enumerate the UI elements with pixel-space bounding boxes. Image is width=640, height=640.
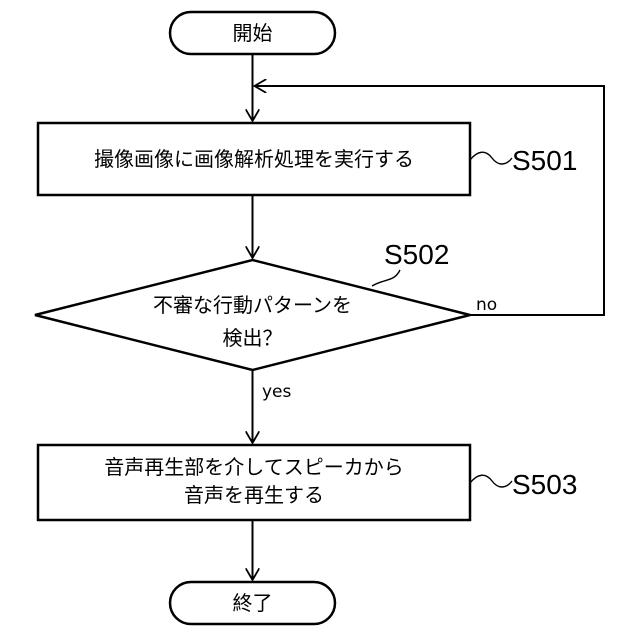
end-terminal: 終了 <box>170 582 335 624</box>
end-label: 終了 <box>233 591 273 615</box>
branch-yes-label: yes <box>262 382 292 402</box>
s503-leader-line <box>470 475 512 487</box>
s501-leader-line <box>470 152 512 164</box>
start-label: 開始 <box>233 21 273 45</box>
s502-step-label: S502 <box>384 239 449 270</box>
s501-label: 撮像画像に画像解析処理を実行する <box>94 147 414 171</box>
process-s503: 音声再生部を介してスピーカから 音声を再生する <box>38 445 470 520</box>
s501-step-label: S501 <box>512 145 577 176</box>
start-terminal: 開始 <box>170 12 335 54</box>
s503-label-line1: 音声再生部を介してスピーカから <box>104 455 403 479</box>
s502-label-line1: 不審な行動パターンを <box>153 293 352 317</box>
decision-s502: 不審な行動パターンを 検出？ <box>35 260 470 370</box>
branch-no-label: no <box>476 295 497 315</box>
s503-step-label: S503 <box>512 469 577 500</box>
s502-label-line2: 検出？ <box>223 326 283 350</box>
s503-label-line2: 音声を再生する <box>184 483 324 507</box>
process-s501: 撮像画像に画像解析処理を実行する <box>38 123 470 195</box>
s502-leader-line <box>372 270 400 286</box>
